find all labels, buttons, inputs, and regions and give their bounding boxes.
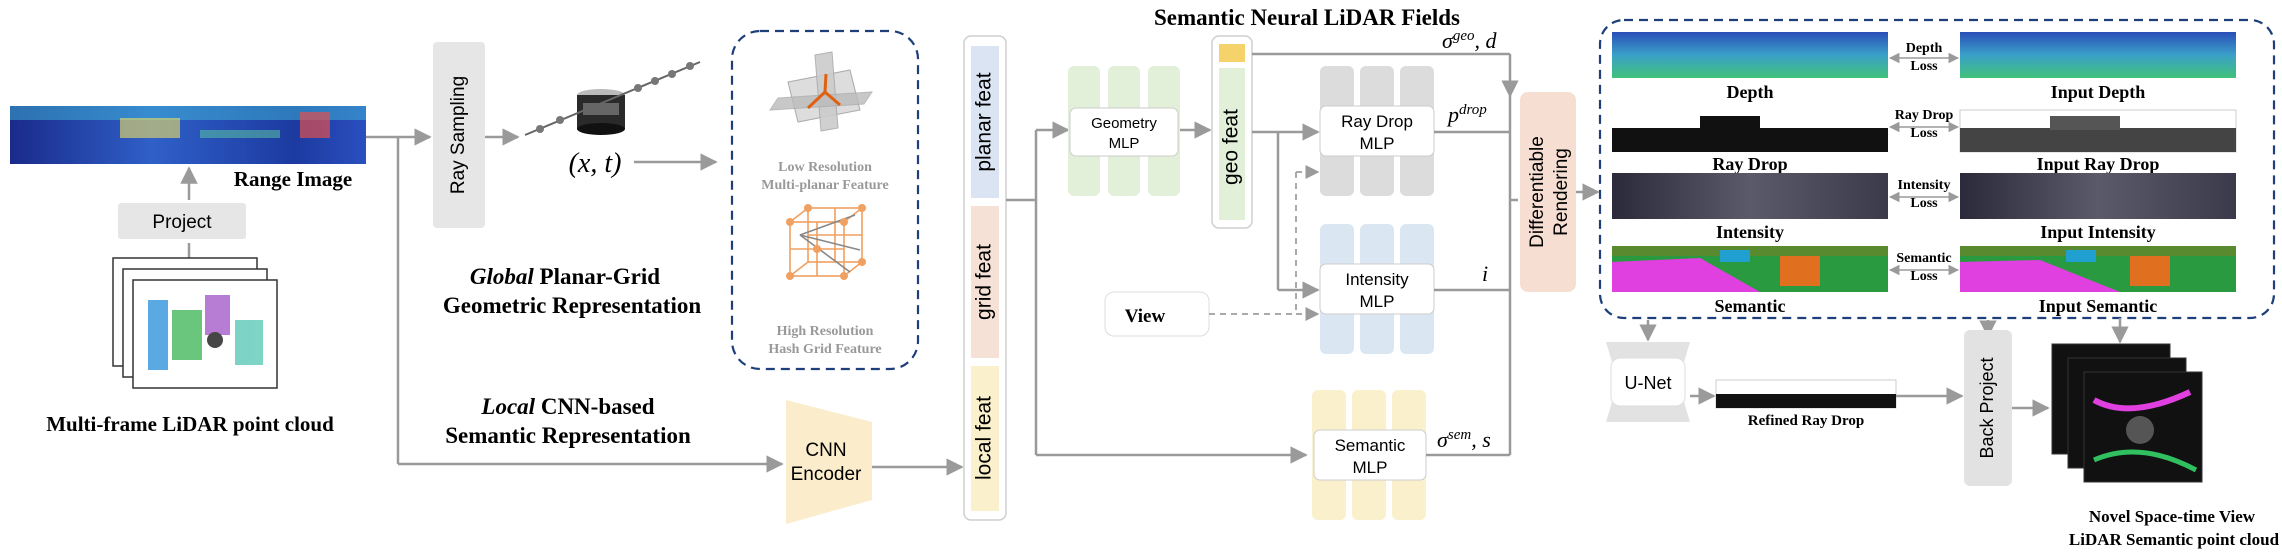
high-res-line1: High Resolution <box>777 324 874 339</box>
raydrop-mlp-line1: Ray Drop <box>1341 112 1413 131</box>
geo-feat-label: geo feat <box>1220 109 1243 185</box>
cnn-label-2: Encoder <box>791 464 862 485</box>
semantic-image <box>1612 246 1888 292</box>
semantic-mlp-line1: Semantic <box>1335 436 1406 455</box>
i-output: i <box>1482 261 1488 286</box>
raydrop-mlp-line2: MLP <box>1360 134 1395 153</box>
intensity-mlp <box>1319 224 1435 354</box>
ray-samples <box>524 61 701 136</box>
input-intensity-image <box>1960 173 2236 219</box>
intensity-loss-line2: Loss <box>1910 196 1938 211</box>
intensity-loss-line1: Intensity <box>1898 178 1951 193</box>
cnn-label-1: CNN <box>805 440 846 461</box>
semantic-mlp-line2: MLP <box>1353 458 1388 477</box>
intensity-mlp-line1: Intensity <box>1345 270 1409 289</box>
geometry-mlp-line2: MLP <box>1109 135 1140 152</box>
raydrop-loss-line2: Loss <box>1910 126 1938 141</box>
local-rep-subtitle: Semantic Representation <box>445 423 691 448</box>
refined-ray-drop-image <box>1715 379 1897 409</box>
input-depth-label: Input Depth <box>2051 82 2146 102</box>
ray-sampling-box <box>433 42 485 228</box>
sigma-geo-output: σgeo, d <box>1442 28 1498 53</box>
input-ray-drop-label: Input Ray Drop <box>2037 154 2160 174</box>
pointcloud-label: Multi-frame LiDAR point cloud <box>46 412 334 436</box>
planar-feat-label: planar feat <box>973 72 996 171</box>
multiplanar-icon <box>769 51 873 132</box>
coord-label: (x, t) <box>569 148 622 179</box>
input-semantic-label: Input Semantic <box>2039 296 2158 316</box>
input-intensity-label: Input Intensity <box>2040 222 2156 242</box>
high-res-line2: Hash Grid Feature <box>768 342 881 357</box>
back-project-box <box>1964 330 2012 486</box>
p-drop-output: pdrop <box>1446 102 1487 127</box>
unet-label: U-Net <box>1624 373 1671 393</box>
sigma-sem-output: σsem, s <box>1437 427 1491 452</box>
rendering-line1: Differentiable <box>1527 136 1548 248</box>
raydrop-mlp <box>1319 66 1435 196</box>
low-res-line1: Low Resolution <box>778 160 872 175</box>
geometry-mlp <box>1068 66 1180 196</box>
cnn-encoder-shape <box>786 400 872 524</box>
feature-grid-dashed-box <box>730 29 920 371</box>
results-dashed-box <box>1598 18 2276 320</box>
global-rep-subtitle: Geometric Representation <box>443 293 701 318</box>
page-title: Semantic Neural LiDAR Fields <box>1154 5 1460 30</box>
input-ray-drop-image <box>1959 109 2237 153</box>
back-project-label: Back Project <box>1977 357 1997 458</box>
low-res-line2: Multi-planar Feature <box>761 178 888 193</box>
local-rep-title: Local CNN-based <box>480 394 654 419</box>
semantic-label: Semantic <box>1715 296 1786 316</box>
semantic-loss-line1: Semantic <box>1896 251 1951 266</box>
intensity-label: Intensity <box>1716 222 1784 242</box>
view-label: View <box>1125 306 1166 327</box>
ray-sampling-label: Ray Sampling <box>448 76 469 194</box>
pointcloud-stack <box>112 257 278 389</box>
depth-loss-line2: Loss <box>1910 59 1938 74</box>
range-image <box>10 106 366 164</box>
depth-label: Depth <box>1726 82 1773 102</box>
semantic-loss-line2: Loss <box>1910 269 1938 284</box>
geometry-mlp-line1: Geometry <box>1091 115 1157 132</box>
local-feat-label: local feat <box>973 396 996 480</box>
depth-loss-line1: Depth <box>1906 41 1943 56</box>
depth-image <box>1612 32 1888 78</box>
intensity-image <box>1612 173 1888 219</box>
rendering-line2: Rendering <box>1551 148 1572 236</box>
refined-ray-drop-label: Refined Ray Drop <box>1748 413 1864 429</box>
hash-grid-nodes <box>786 204 866 280</box>
hash-grid-icon <box>789 207 863 277</box>
range-image-label: Range Image <box>234 167 352 191</box>
input-semantic-image <box>1960 246 2236 292</box>
rendering-box <box>1520 92 1576 292</box>
global-rep-title: Global Planar-Grid <box>470 264 660 289</box>
grid-feat-label: grid feat <box>973 244 996 320</box>
input-depth-image <box>1960 32 2236 78</box>
semantic-mlp <box>1312 390 1427 520</box>
intensity-mlp-line2: MLP <box>1360 292 1395 311</box>
project-box <box>118 203 246 239</box>
raydrop-loss-line1: Ray Drop <box>1895 108 1954 123</box>
ray-drop-image <box>1612 110 1888 152</box>
project-label: Project <box>152 212 212 233</box>
novel-view-line2: LiDAR Semantic point cloud <box>2069 530 2280 549</box>
novel-view-line1: Novel Space-time View <box>2089 507 2256 526</box>
ray-drop-label: Ray Drop <box>1712 154 1787 174</box>
novel-view-stack <box>2051 343 2203 483</box>
